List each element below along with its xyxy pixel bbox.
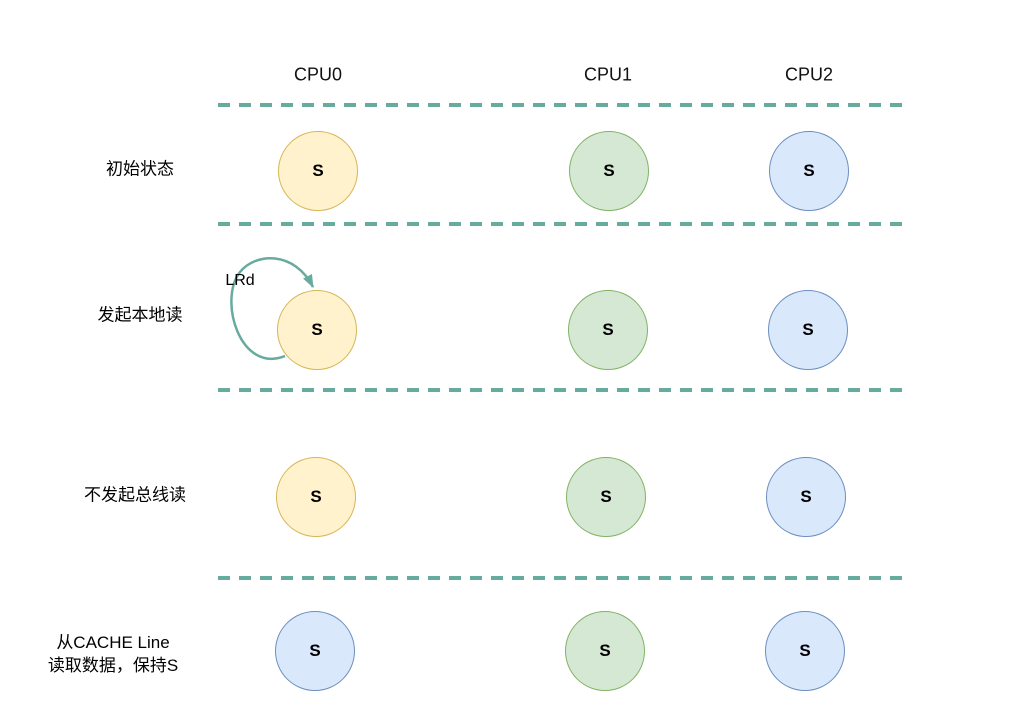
column-header-cpu2: CPU2 (784, 64, 834, 85)
column-header-cpu1: CPU1 (583, 64, 633, 85)
arrow-label-lrd: LRd (225, 272, 255, 289)
state-letter: S (800, 487, 812, 506)
state-circle-row2-cpu0: S (277, 290, 357, 370)
state-circle-row4-cpu1: S (565, 611, 645, 691)
state-letter: S (311, 320, 323, 339)
row-label-no-bus-read: 不发起总线读 (84, 485, 186, 505)
state-letter: S (599, 641, 611, 660)
row-label-initial-state: 初始状态 (106, 159, 174, 179)
state-circle-row3-cpu1: S (566, 457, 646, 537)
state-circle-row2-cpu2: S (768, 290, 848, 370)
state-letter: S (602, 320, 614, 339)
state-letter: S (309, 641, 321, 660)
state-letter: S (312, 161, 324, 180)
state-letter: S (600, 487, 612, 506)
state-circle-row4-cpu0: S (275, 611, 355, 691)
row-label-read-from-cacheline: 从CACHE Line 读取数据，保持S (47, 633, 179, 675)
state-circle-row2-cpu1: S (568, 290, 648, 370)
state-letter: S (603, 161, 615, 180)
state-circle-row1-cpu2: S (769, 131, 849, 211)
state-circle-row1-cpu0: S (278, 131, 358, 211)
state-circle-row4-cpu2: S (765, 611, 845, 691)
column-header-cpu0: CPU0 (293, 64, 343, 85)
state-letter: S (310, 487, 322, 506)
state-letter: S (799, 641, 811, 660)
state-circle-row3-cpu2: S (766, 457, 846, 537)
state-letter: S (802, 320, 814, 339)
row-label-local-read: 发起本地读 (97, 305, 183, 325)
state-circle-row3-cpu0: S (276, 457, 356, 537)
state-circle-row1-cpu1: S (569, 131, 649, 211)
state-letter: S (803, 161, 815, 180)
